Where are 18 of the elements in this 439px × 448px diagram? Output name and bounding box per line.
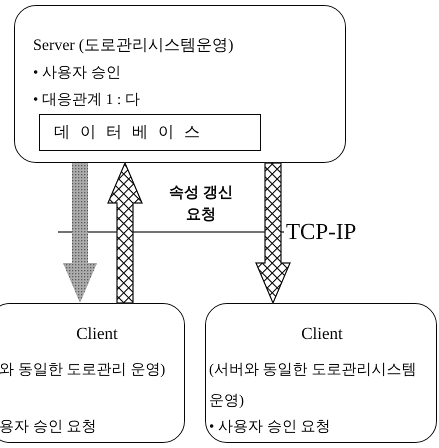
server-box	[14, 5, 346, 163]
block-arrow	[107, 161, 143, 304]
block-arrow	[255, 162, 291, 305]
node-title: Client	[301, 324, 343, 344]
node-text: 와 동일한 도로관리 운영)	[0, 361, 166, 380]
client-box	[205, 303, 437, 443]
client-box	[0, 303, 185, 443]
node-text: (서버와 동일한 도로관리시스템운영)	[209, 361, 418, 411]
node-text: • 사용자 승인 요청	[209, 418, 331, 437]
node-text: • 사용자 승인	[33, 64, 121, 83]
network-label: TCP-IP	[286, 218, 356, 246]
node-title: Client	[76, 324, 118, 344]
node-text: • 대응관계 1 : 다	[33, 91, 140, 110]
database-box	[39, 114, 261, 151]
node-title: Server (도로관리시스템운영)	[33, 36, 234, 56]
block-arrow	[63, 163, 97, 303]
node-text: 데 이 터 베 이 스	[54, 123, 203, 143]
node-text: 용자 승인 요청	[0, 418, 96, 437]
